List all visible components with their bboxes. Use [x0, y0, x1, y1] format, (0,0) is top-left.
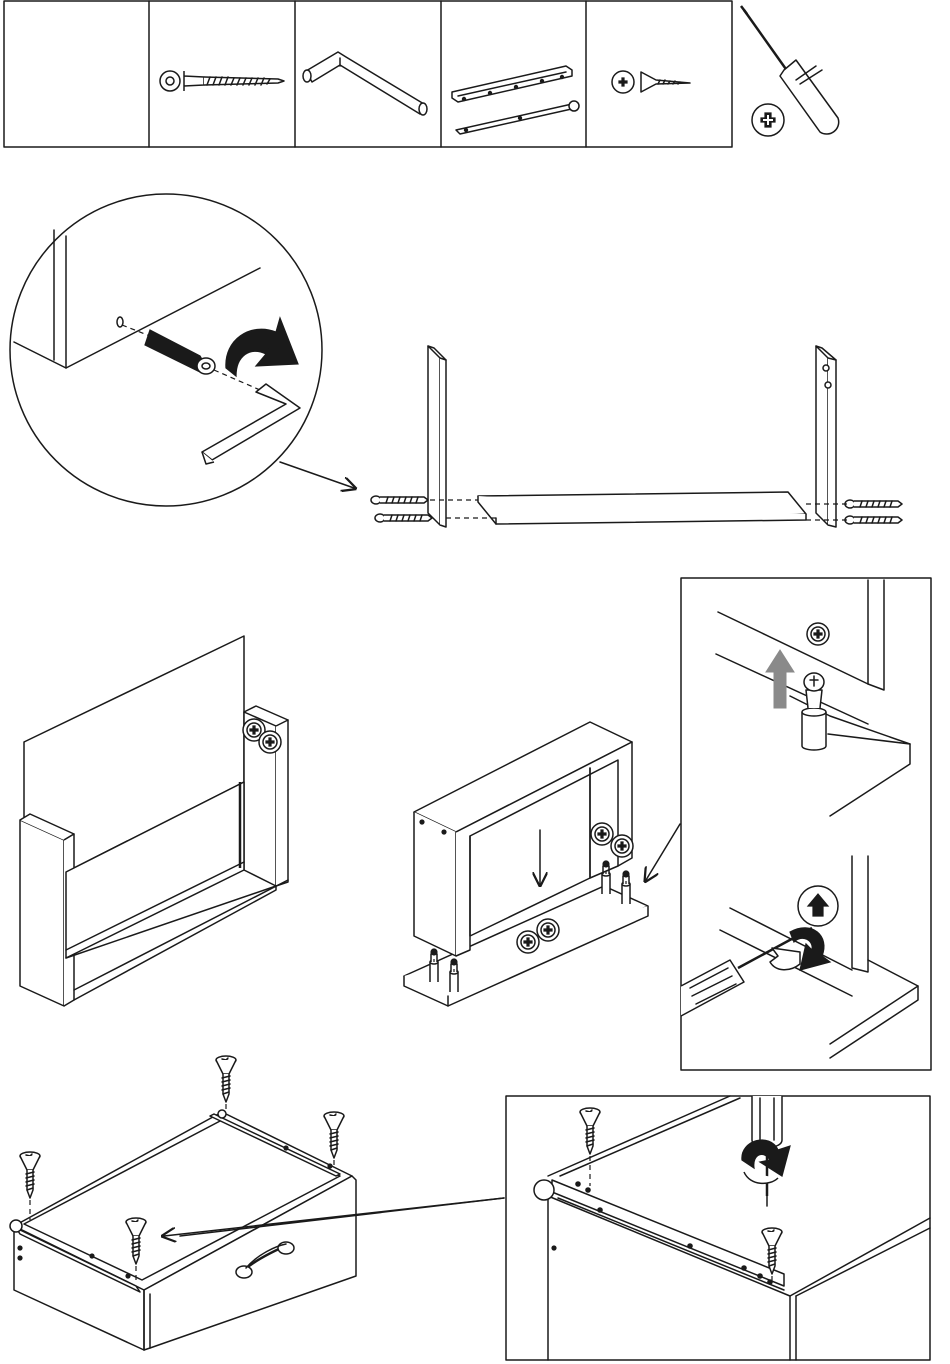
screw-icon	[580, 1108, 600, 1154]
cam-lock-icon	[259, 731, 281, 753]
bolt-icon	[845, 500, 902, 508]
bolt-icon	[845, 516, 902, 524]
screw-icon	[216, 1056, 236, 1102]
runner-detail-box	[506, 1096, 930, 1360]
bottom-panel	[478, 492, 806, 524]
right-side-panel	[816, 346, 836, 527]
cam-lock-detail-box	[681, 578, 931, 1070]
cam-lock-icon	[807, 623, 829, 645]
step-fit-to-base	[404, 722, 680, 1006]
cam-lock-icon	[591, 823, 613, 845]
bolt-icon	[145, 330, 215, 374]
phillips-screwdriver-icon	[741, 6, 839, 136]
drawer-runner-icon	[534, 1180, 784, 1290]
drawer-runner-icon	[452, 66, 579, 134]
rotate-arrow-icon	[770, 928, 830, 970]
allen-key-icon	[202, 384, 300, 464]
screw-icon	[612, 71, 690, 93]
drawer-box	[14, 1112, 356, 1350]
detail-leader-arrow	[646, 824, 680, 880]
detail-leader-arrow	[280, 462, 354, 488]
cam-lock-icon	[537, 919, 559, 941]
bolt-icon	[160, 71, 284, 91]
step-drawer-runners	[10, 1056, 504, 1350]
bolt-icon	[371, 496, 428, 504]
cam-lock-icon	[798, 886, 838, 926]
bolt-icon	[375, 514, 432, 522]
phillips-screwdriver-icon	[681, 928, 812, 1016]
screw-icon	[324, 1112, 344, 1158]
dowel-icon	[802, 673, 826, 750]
allen-key-icon	[303, 52, 427, 115]
cam-lock-icon	[517, 931, 539, 953]
left-side-panel	[20, 820, 64, 1006]
rotate-arrow-icon	[226, 318, 298, 376]
cam-lock-icon	[611, 835, 633, 857]
screw-icon	[20, 1152, 40, 1198]
rotate-arrow-icon	[742, 1140, 790, 1183]
parts-strip	[4, 1, 839, 147]
step-attach-sides	[10, 194, 902, 527]
step-slide-back-panel	[20, 636, 288, 1006]
